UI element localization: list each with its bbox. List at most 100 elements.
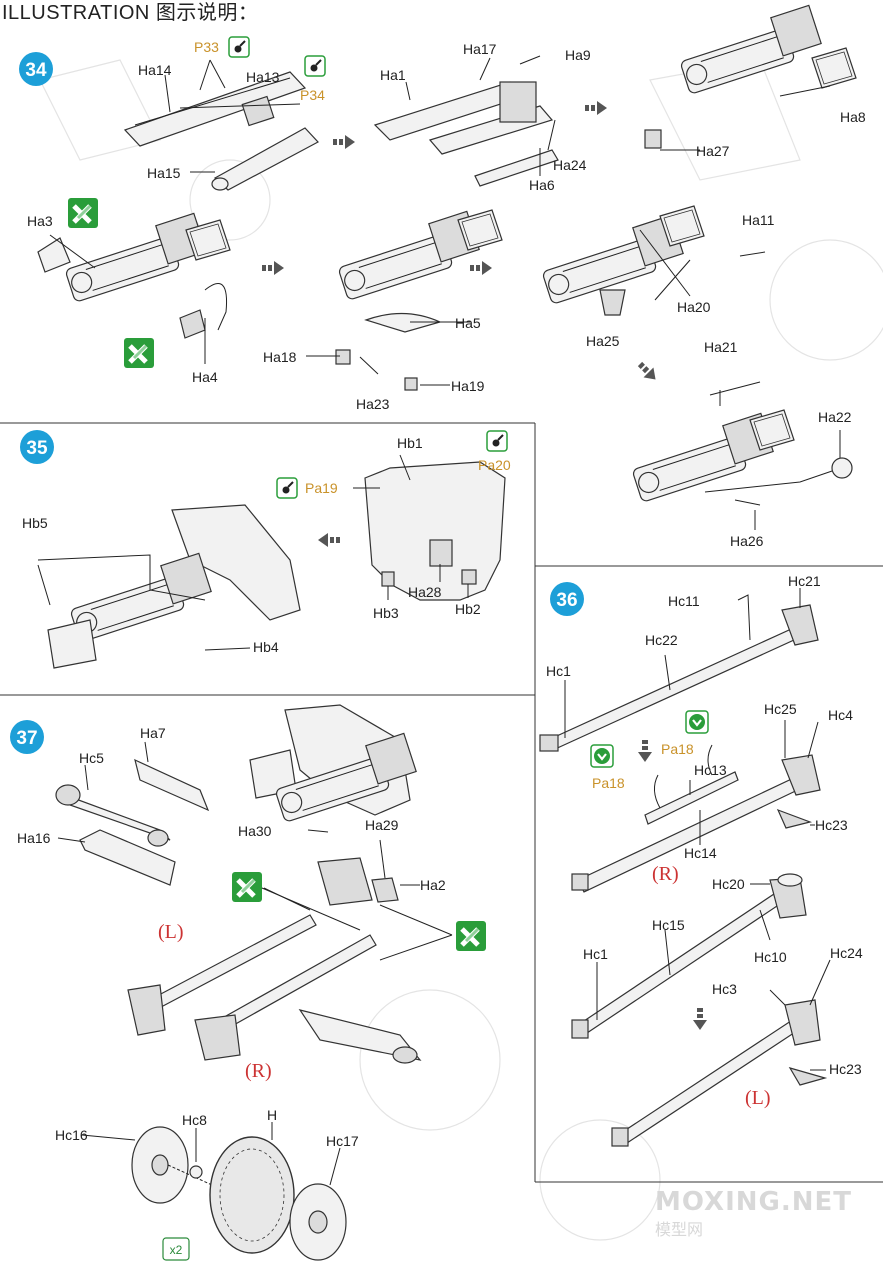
label-hc23b: Hc23 <box>829 1061 862 1077</box>
label-hb28: Ha28 <box>408 584 442 600</box>
label-ha23: Ha23 <box>356 396 390 412</box>
label-hc22: Hc22 <box>645 632 678 648</box>
label-pa20: Pa20 <box>478 457 511 473</box>
label-pa18a: Pa18 <box>661 741 694 757</box>
label-ha14: Ha14 <box>138 62 172 78</box>
label-hc3: Hc3 <box>712 981 737 997</box>
gun-with-shield <box>37 504 301 669</box>
label-hc1b: Hc1 <box>583 946 608 962</box>
label-hc10: Hc10 <box>754 949 787 965</box>
label-ha27: Ha27 <box>696 143 730 159</box>
label-ha26: Ha26 <box>730 533 764 549</box>
label-ha20: Ha20 <box>677 299 711 315</box>
label-hc25: Hc25 <box>764 701 797 717</box>
step-34: 34 P33 P34 Ha14 Ha13 Ha15 <box>19 4 866 549</box>
label-ha18: Ha18 <box>263 349 297 365</box>
label-hc24: Hc24 <box>830 945 863 961</box>
label-p33: P33 <box>194 39 219 55</box>
step-37-badge <box>10 720 44 754</box>
label-ha30: Ha30 <box>238 823 272 839</box>
label-ha22: Ha22 <box>818 409 852 425</box>
label-hc17: Hc17 <box>326 1133 359 1149</box>
label-ha25: Ha25 <box>586 333 620 349</box>
label-ha8: Ha8 <box>840 109 866 125</box>
gun-assembly-4 <box>37 212 231 364</box>
label-ha29: Ha29 <box>365 817 399 833</box>
label-hc23a: Hc23 <box>815 817 848 833</box>
shield-plate-assembly <box>353 454 506 601</box>
watermark-sub: 模型网 <box>655 1220 703 1239</box>
frame-assembly-2 <box>373 55 559 187</box>
label-pa19: Pa19 <box>305 480 338 496</box>
label-hb5: Hb5 <box>22 515 48 531</box>
label-ha1: Ha1 <box>380 67 406 83</box>
label-ha11: Ha11 <box>742 212 775 228</box>
label-hc21: Hc21 <box>788 573 821 589</box>
label-hc16: Hc16 <box>55 1127 88 1143</box>
label-h: H <box>267 1107 277 1123</box>
label-ha16: Ha16 <box>17 830 51 846</box>
background-ghost <box>39 59 883 1241</box>
legs-37 <box>127 887 453 1061</box>
label-ha17: Ha17 <box>463 41 497 57</box>
label-hb3: Hb3 <box>373 605 399 621</box>
step-36-number: 36 <box>556 590 577 611</box>
label-hc11: Hc11 <box>668 593 700 609</box>
step-34-badge <box>19 52 53 86</box>
wheel-assembly <box>81 1122 347 1261</box>
frame-assembly-1 <box>123 59 319 191</box>
step-37-number: 37 <box>16 728 37 749</box>
page-header: ILLUSTRATION 图示说明： <box>2 2 259 24</box>
label-ha3: Ha3 <box>27 213 53 229</box>
gun-assembly-5 <box>306 209 503 391</box>
label-right-36: (R) <box>652 863 679 885</box>
label-ha6: Ha6 <box>529 177 555 193</box>
label-hc1a: Hc1 <box>546 663 571 679</box>
label-ha15: Ha15 <box>147 165 181 181</box>
label-hc5: Hc5 <box>79 750 104 766</box>
label-ha24: Ha24 <box>553 157 587 173</box>
step-36-badge <box>550 582 584 616</box>
gun-assembly-3 <box>644 4 857 151</box>
label-ha19: Ha19 <box>451 378 485 394</box>
label-left-36: (L) <box>745 1087 771 1109</box>
label-right-37: (R) <box>245 1060 272 1082</box>
gun-assembly-7 <box>627 381 853 530</box>
label-ha9: Ha9 <box>565 47 591 63</box>
label-ha7: Ha7 <box>140 725 166 741</box>
label-x2: x2 <box>170 1243 183 1257</box>
label-hc15: Hc15 <box>652 917 685 933</box>
carriage-main <box>249 704 422 1064</box>
label-hb4: Hb4 <box>253 639 279 655</box>
label-ha5: Ha5 <box>455 315 481 331</box>
label-ha13: Ha13 <box>246 69 280 85</box>
label-ha4: Ha4 <box>192 369 218 385</box>
gun-assembly-6 <box>537 205 766 316</box>
label-hb2: Hb2 <box>455 601 481 617</box>
label-hc20: Hc20 <box>712 876 745 892</box>
watermark-brand: MOXING.NET <box>655 1187 852 1217</box>
label-pa18b: Pa18 <box>592 775 625 791</box>
step-35-badge <box>20 430 54 464</box>
trail-leg-left-lower <box>611 959 831 1147</box>
label-hc4: Hc4 <box>828 707 853 723</box>
label-hc13: Hc13 <box>694 762 727 778</box>
trail-leg-right-lower <box>571 720 821 893</box>
step-37: 37 Ha7 Hc5 Ha16 <box>10 704 486 1261</box>
trail-leg-left-upper <box>571 873 807 1039</box>
label-ha21: Ha21 <box>704 339 738 355</box>
label-p34: P34 <box>300 87 325 103</box>
quantity-badge <box>162 1237 190 1261</box>
axle-subassembly <box>55 741 210 886</box>
step-35-number: 35 <box>26 438 48 459</box>
label-hc8: Hc8 <box>182 1112 207 1128</box>
step-34-number: 34 <box>25 60 47 81</box>
step-36: 36 Hc11 Hc21 Hc22 Hc1 Pa18 Pa18 <box>539 573 863 1147</box>
label-left-37: (L) <box>158 921 184 943</box>
label-hc14: Hc14 <box>684 845 717 861</box>
step-35: 35 Hb1 Pa19 Pa20 Hb3 Ha28 Hb2 <box>20 430 511 669</box>
trail-leg-right-upper <box>539 588 819 752</box>
label-ha2: Ha2 <box>420 877 446 893</box>
